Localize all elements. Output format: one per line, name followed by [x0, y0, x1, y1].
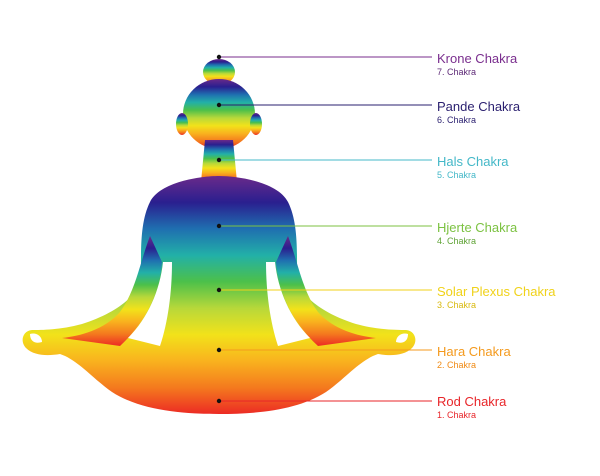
chakra-number: 1. Chakra — [437, 410, 477, 420]
chakra-dot — [216, 54, 222, 60]
chakra-dot — [216, 347, 222, 353]
chakra-name: Solar Plexus Chakra — [437, 284, 556, 299]
chakra-name: Hjerte Chakra — [437, 220, 518, 235]
chakra-name: Pande Chakra — [437, 99, 521, 114]
chakra-dot — [216, 223, 222, 229]
chakra-name: Krone Chakra — [437, 51, 518, 66]
chakra-name: Hara Chakra — [437, 344, 511, 359]
chakra-number: 7. Chakra — [437, 67, 477, 77]
chakra-number: 5. Chakra — [437, 170, 477, 180]
chakra-dots — [216, 54, 222, 404]
chakra-dot — [216, 157, 222, 163]
chakra-dot — [216, 398, 222, 404]
chakra-number: 4. Chakra — [437, 236, 477, 246]
chakra-number: 6. Chakra — [437, 115, 477, 125]
chakra-dot — [216, 102, 222, 108]
meditating-figure — [22, 59, 416, 414]
chakra-connectors — [219, 56, 432, 402]
chakra-name: Rod Chakra — [437, 394, 507, 409]
chakra-name: Hals Chakra — [437, 154, 509, 169]
chakra-number: 2. Chakra — [437, 360, 477, 370]
chakra-dot — [216, 287, 222, 293]
chakra-number: 3. Chakra — [437, 300, 477, 310]
arm-gaps — [30, 262, 408, 346]
